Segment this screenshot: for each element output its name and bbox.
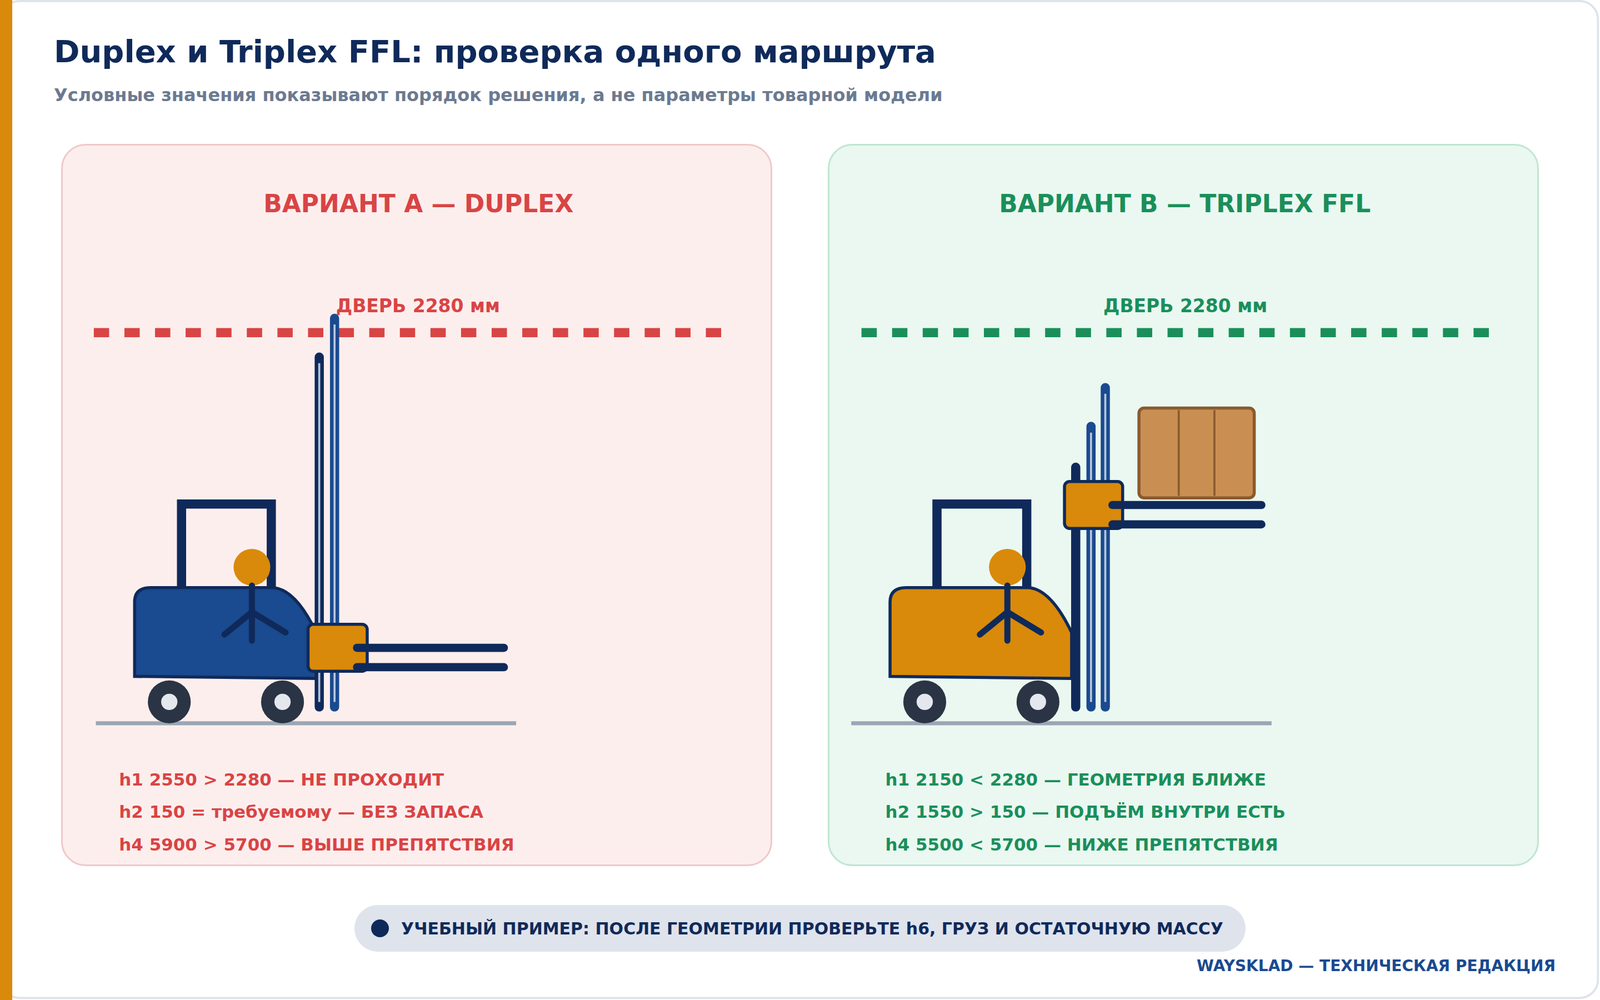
duplex-panel: ВАРИАНТ A — DUPLEX ДВЕРЬ 2280 мм h1 2550 >… (61, 143, 773, 867)
note-text: УЧЕБНЫЙ ПРИМЕР: ПОСЛЕ ГЕОМЕТРИИ ПРОВЕРЬТ… (401, 918, 1224, 939)
note-pill: УЧЕБНЫЙ ПРИМЕР: ПОСЛЕ ГЕОМЕТРИИ ПРОВЕРЬТ… (354, 905, 1246, 952)
check-result: h4 5900 > 5700 — ВЫШЕ ПРЕПЯТСТВИЯ (118, 834, 514, 855)
check-result: h2 150 = требуемому — БЕЗ ЗАПАСА (118, 801, 484, 822)
duplex-forklift (61, 143, 773, 867)
page-title: Duplex и Triplex FFL: проверка одного ма… (53, 33, 937, 70)
check-result: h4 5500 < 5700 — НИЖЕ ПРЕПЯТСТВИЯ (885, 834, 1279, 855)
subtitle-note: Условные значения показывают порядок реш… (53, 84, 943, 106)
footer-credit: WAYSKLAD — ТЕХНИЧЕСКАЯ РЕДАКЦИЯ (1196, 956, 1556, 975)
check-result: h1 2150 < 2280 — ГЕОМЕТРИЯ БЛИЖЕ (885, 769, 1267, 790)
door-height-label: ДВЕРЬ 2280 мм (1103, 295, 1268, 317)
check-result: h1 2550 > 2280 — НЕ ПРОХОДИТ (118, 769, 444, 790)
bullet-dot (371, 919, 389, 938)
panel-heading: ВАРИАНТ A — DUPLEX (263, 189, 574, 218)
panel-heading: ВАРИАНТ B — TRIPLEX FFL (998, 189, 1371, 218)
check-result: h2 1550 > 150 — ПОДЪЁМ ВНУТРИ ЕСТЬ (885, 801, 1286, 822)
triplex-panel: ВАРИАНТ B — TRIPLEX FFL ДВЕРЬ 2280 мм h1 2… (827, 143, 1539, 867)
triplex-forklift (827, 143, 1539, 867)
door-height-label: ДВЕРЬ 2280 мм (336, 295, 500, 317)
